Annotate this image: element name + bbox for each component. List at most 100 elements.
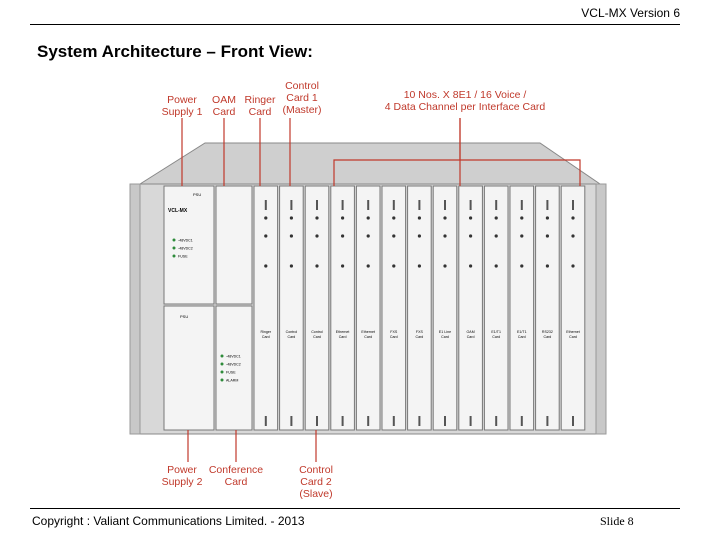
conference-led: [220, 354, 224, 358]
card-label: Ringer: [261, 330, 272, 334]
card-slot: [535, 185, 560, 431]
card-handle: [316, 200, 318, 210]
card-led: [469, 234, 473, 238]
psu1-led-label: -48VDC1: [178, 239, 193, 243]
card-led: [571, 234, 575, 238]
card-led: [417, 264, 421, 268]
card-led: [315, 234, 319, 238]
conference-led-label: FUSE: [226, 371, 236, 375]
callout-power-supply-1: Power Supply 1: [161, 94, 203, 118]
card-led: [469, 264, 473, 268]
card-handle: [316, 416, 318, 426]
chassis-top: [138, 142, 602, 185]
card-handle: [469, 200, 472, 210]
card-led: [341, 216, 345, 220]
card-slot: [560, 185, 586, 431]
card-led: [289, 234, 293, 238]
psu-tag: PSU: [193, 192, 201, 197]
card-handle: [264, 200, 267, 210]
card-slot: [279, 185, 304, 431]
card-slot: [355, 185, 381, 431]
card-handle: [546, 416, 549, 426]
conference-led: [220, 378, 224, 382]
card-led: [443, 264, 447, 268]
card-led: [341, 234, 345, 238]
page-title: System Architecture – Front View:: [37, 42, 313, 61]
card-led: [571, 216, 575, 220]
card-handle: [392, 416, 395, 426]
psu1-led: [172, 238, 176, 242]
card-handle: [495, 200, 498, 210]
card-led: [443, 234, 447, 238]
card-handle: [520, 416, 523, 426]
card-label: Card: [416, 335, 424, 339]
card-led: [366, 234, 370, 238]
card-label: RS232: [542, 330, 553, 334]
callout-oam-card: OAM Card: [212, 94, 236, 118]
card-slot: [381, 185, 407, 431]
card-led: [520, 234, 524, 238]
version-header: VCL-MX Version 6: [581, 6, 680, 20]
card-handle: [290, 416, 293, 426]
card-label: Card: [467, 335, 475, 339]
card-handle: [444, 416, 446, 426]
card-led: [443, 216, 447, 220]
psu1-led-label: -48VDC2: [178, 247, 193, 251]
slide-number: Slide 8: [600, 514, 634, 528]
card-label: Card: [544, 335, 552, 339]
card-label: Card: [390, 335, 398, 339]
card-handle: [392, 200, 395, 210]
rack-ear-right: [595, 183, 607, 435]
card-led: [417, 216, 421, 220]
card-led: [366, 216, 370, 220]
power-supply-2-module: [163, 305, 215, 431]
card-label: OAM: [467, 330, 475, 334]
conference-led: [220, 362, 224, 366]
callout-control-card-2: Control Card 2 (Slave): [299, 464, 333, 500]
card-label: E1/T1: [517, 330, 527, 334]
card-label: Ethernet: [361, 330, 375, 334]
card-label: Card: [364, 335, 372, 339]
card-led: [264, 216, 268, 220]
card-label: Card: [441, 335, 449, 339]
card-slot: [432, 185, 458, 431]
psu1-led: [172, 254, 176, 258]
card-label: Ethernet: [336, 330, 350, 334]
card-led: [545, 216, 550, 220]
card-handle: [367, 416, 370, 426]
callout-interface-cards: 10 Nos. X 8E1 / 16 Voice / 4 Data Channe…: [384, 89, 546, 113]
conference-led: [220, 370, 224, 374]
card-handle: [418, 200, 421, 210]
card-led: [289, 264, 293, 268]
card-handle: [469, 416, 472, 426]
card-label: FXS: [416, 330, 424, 334]
card-slot: [483, 185, 509, 431]
conference-module: [215, 305, 253, 431]
card-handle: [341, 200, 344, 210]
card-label: Card: [492, 335, 500, 339]
header-divider: [30, 24, 680, 25]
card-led: [494, 264, 498, 268]
card-led: [264, 234, 268, 238]
callout-control-card-1: Control Card 1 (Master): [282, 80, 322, 116]
card-label: Card: [569, 335, 577, 339]
card-slot: [330, 185, 355, 431]
card-handle: [418, 416, 421, 426]
card-led: [392, 264, 396, 268]
card-label: FXS: [390, 330, 398, 334]
card-led: [469, 216, 473, 220]
card-led: [417, 234, 421, 238]
callout-conference-card: Conference Card: [208, 464, 264, 488]
product-name: VCL-MX: [168, 208, 188, 214]
card-led: [341, 264, 345, 268]
psu1-led: [172, 246, 176, 250]
card-handle: [444, 200, 446, 210]
card-handle: [495, 416, 498, 426]
card-slot: [458, 185, 483, 431]
copyright: Copyright : Valiant Communications Limit…: [32, 514, 305, 528]
conference-led-label: -48VDC1: [226, 355, 241, 359]
card-handle: [341, 416, 344, 426]
card-slot: [407, 185, 432, 431]
card-led: [520, 264, 524, 268]
card-slot: [509, 185, 535, 431]
